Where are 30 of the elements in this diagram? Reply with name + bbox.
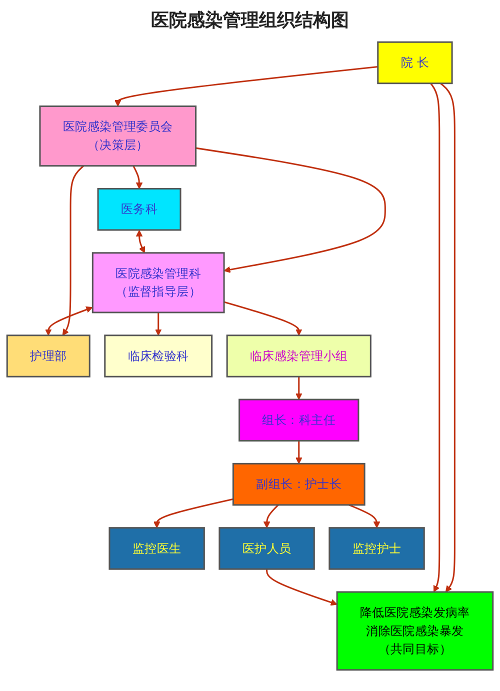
arrow <box>132 165 143 190</box>
node-box: 监控护士 <box>328 527 425 570</box>
arrow <box>224 301 302 336</box>
arrow <box>296 376 302 400</box>
arrow <box>114 66 378 107</box>
node-box: 临床感染管理小组 <box>226 334 372 378</box>
arrow <box>62 165 84 336</box>
arrow <box>348 504 380 528</box>
arrow <box>263 504 279 528</box>
node-box: 护理部 <box>6 334 90 378</box>
arrow <box>266 569 338 606</box>
arrow <box>153 498 234 528</box>
arrow <box>196 147 386 273</box>
node-box: 副组长：护士长 <box>232 462 366 506</box>
node-box: 医院感染管理科 （监督指导层） <box>92 252 225 314</box>
arrow <box>45 306 93 336</box>
arrow <box>440 82 456 592</box>
arrow <box>155 312 162 336</box>
arrow <box>430 82 440 592</box>
node-box: 院 长 <box>377 41 453 84</box>
node-box: 临床检验科 <box>104 334 213 378</box>
node-box: 医护人员 <box>218 527 315 570</box>
node-box: 医务科 <box>97 188 182 231</box>
arrow <box>296 440 302 464</box>
node-box: 医院感染管理委员会 （决策层） <box>39 106 197 167</box>
node-box: 监控医生 <box>108 527 205 570</box>
node-box: 组长：科主任 <box>238 398 360 442</box>
arrow <box>136 230 146 254</box>
diagram-title: 医院感染管理组织结构图 <box>150 9 350 32</box>
node-box: 降低医院感染发病率 消除医院感染暴发 （共同目标） <box>336 591 494 671</box>
